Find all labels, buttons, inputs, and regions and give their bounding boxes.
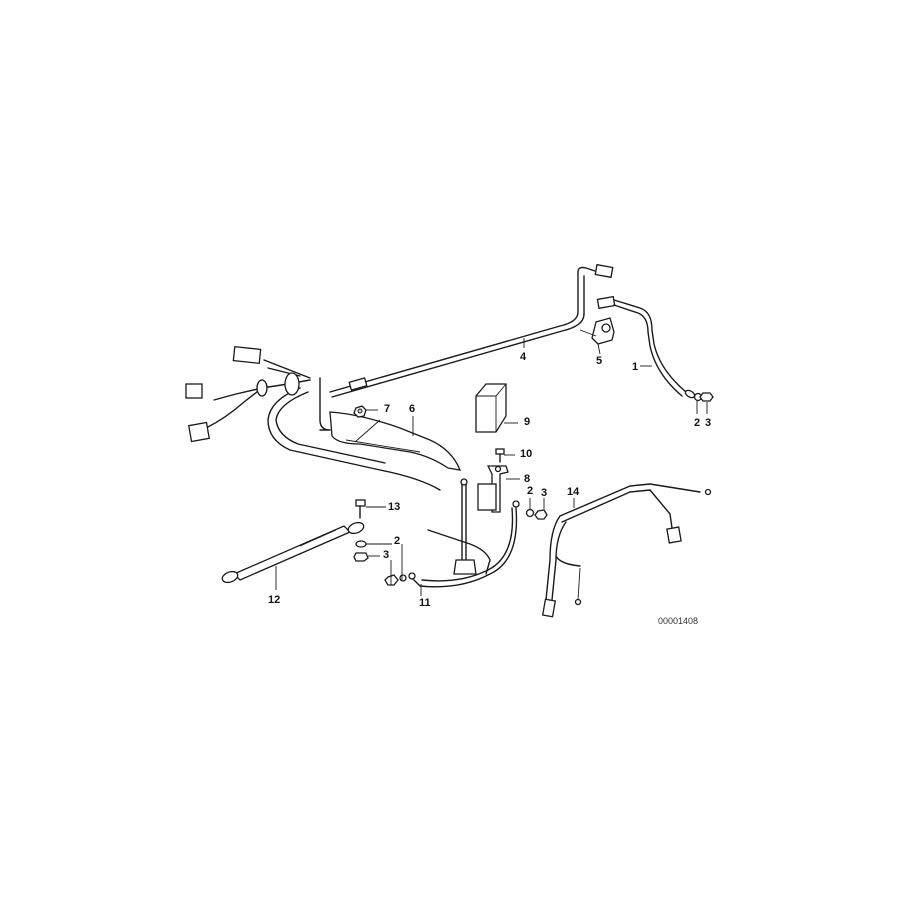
callout-13: 13 bbox=[388, 501, 401, 513]
callout-8: 8 bbox=[524, 473, 531, 485]
diagram-reference-number: 00001408 bbox=[658, 616, 699, 626]
callout-3-b: 3 bbox=[541, 487, 548, 499]
washer-nut-set-b bbox=[525, 498, 548, 520]
part-7-nut bbox=[353, 405, 378, 418]
callout-11: 11 bbox=[419, 597, 431, 609]
callout-14: 14 bbox=[567, 486, 580, 498]
callout-2-c: 2 bbox=[394, 535, 401, 547]
callout-3-c: 3 bbox=[383, 549, 390, 561]
part-12-ground-strap bbox=[221, 521, 365, 590]
callout-6: 6 bbox=[409, 403, 416, 415]
part-8-bracket bbox=[477, 465, 520, 513]
callout-2-a: 2 bbox=[694, 417, 701, 429]
part-1-cable bbox=[596, 295, 714, 414]
part-4-main-harness bbox=[185, 263, 614, 491]
part-6-cover bbox=[329, 411, 462, 471]
callout-7: 7 bbox=[384, 403, 391, 415]
callout-10: 10 bbox=[520, 448, 533, 460]
part-11-cable bbox=[384, 478, 520, 596]
part-14-harness bbox=[541, 483, 712, 618]
callout-3-a: 3 bbox=[705, 417, 712, 429]
part-9-module bbox=[475, 383, 518, 433]
part-13-bolt bbox=[353, 499, 392, 562]
part-5-clip bbox=[579, 317, 615, 355]
callout-2-b: 2 bbox=[527, 485, 534, 497]
callout-9: 9 bbox=[524, 416, 531, 428]
callout-12: 12 bbox=[268, 594, 281, 606]
part-10-screw bbox=[495, 448, 515, 463]
callout-5: 5 bbox=[596, 355, 603, 367]
callout-1: 1 bbox=[632, 361, 639, 373]
callout-4: 4 bbox=[520, 351, 527, 363]
